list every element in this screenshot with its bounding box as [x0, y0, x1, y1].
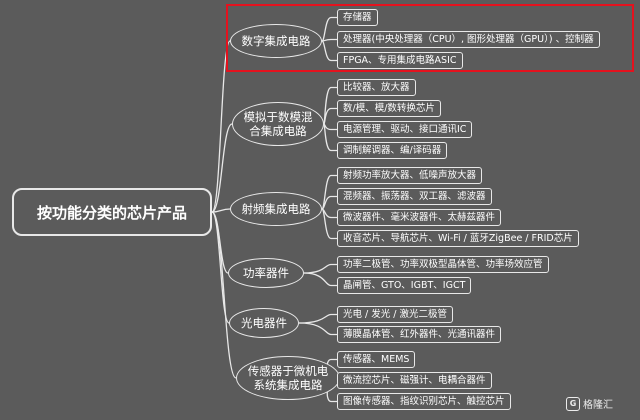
connector-line [321, 40, 337, 62]
leaf-item: 电源管理、驱动、接口通讯IC [337, 121, 473, 138]
category-node: 模拟于数模混 合集成电路 [232, 102, 324, 146]
connector-line [323, 86, 337, 125]
leaf-item: FPGA、专用集成电路ASIC [337, 52, 463, 69]
connector-line [321, 195, 337, 210]
connector-line [211, 211, 230, 324]
root-node: 按功能分类的芯片产品 [12, 188, 212, 236]
category-node: 数字集成电路 [230, 24, 322, 58]
category-node: 射频集成电路 [230, 192, 322, 226]
connector-line [321, 16, 337, 42]
connector-line [211, 208, 231, 213]
connector-line [211, 123, 233, 213]
connector-line [211, 211, 237, 379]
connector-line [321, 174, 337, 210]
connector-line [323, 107, 337, 125]
connector-line [323, 123, 337, 152]
leaf-item: 比较器、放大器 [337, 79, 416, 96]
watermark-logo-icon: G [566, 396, 580, 411]
category-node: 功率器件 [228, 258, 304, 288]
watermark-text: 格隆汇 [583, 400, 613, 411]
leaf-item: 处理器(中央处理器（CPU）, 图形处理器（GPU）) 、控制器 [337, 31, 600, 48]
connector-line [303, 263, 337, 274]
leaf-item: 薄膜晶体管、红外器件、光通讯器件 [337, 326, 502, 343]
connector-line [303, 272, 337, 287]
leaf-item: 图像传感器、指纹识别芯片、触控芯片 [337, 393, 511, 410]
connector-line [298, 313, 337, 324]
leaf-item: 晶闸管、GTO、IGBT、IGCT [337, 277, 472, 294]
connector-line [298, 322, 337, 336]
leaf-item: 混频器、振荡器、双工器、滤波器 [337, 188, 492, 205]
leaf-item: 传感器、MEMS [337, 351, 416, 368]
leaf-item: 射频功率放大器、低噪声放大器 [337, 167, 483, 184]
leaf-item: 微流控芯片、磁强计、电耦合器件 [337, 372, 492, 389]
leaf-item: 调制解调器、编/译码器 [337, 142, 448, 159]
leaf-item: 功率二极管、功率双极型晶体管、功率场效应管 [337, 256, 549, 273]
watermark: G 格隆汇 [566, 396, 613, 411]
connector-line [323, 123, 337, 131]
leaf-item: 光电 / 发光 / 激光二极管 [337, 306, 453, 323]
category-node: 传感器于微机电 系统集成电路 [236, 356, 340, 400]
leaf-item: 存储器 [337, 9, 378, 26]
leaf-item: 收音芯片、导航芯片、Wi-Fi / 蓝牙ZigBee / FRID芯片 [337, 230, 579, 247]
connector-line [321, 208, 337, 240]
leaf-item: 微波器件、毫米波器件、太赫兹器件 [337, 209, 502, 226]
category-node: 光电器件 [229, 308, 299, 338]
leaf-item: 数/模、模/数转换芯片 [337, 100, 441, 117]
highlight-box [226, 4, 634, 72]
